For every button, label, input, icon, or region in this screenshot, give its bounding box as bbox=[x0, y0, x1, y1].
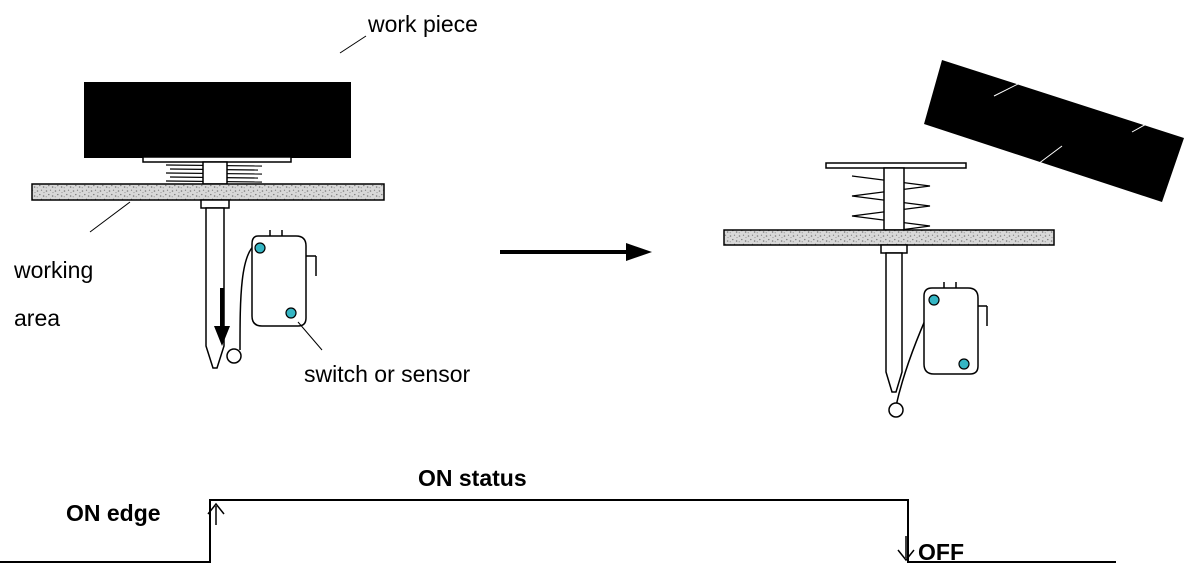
plunger-shaft-upper bbox=[202, 161, 228, 185]
rising-edge-arrow-icon bbox=[207, 502, 225, 525]
on-status-label: ON status bbox=[418, 465, 527, 491]
switch-pivot-top-right bbox=[928, 294, 940, 306]
left-scene bbox=[31, 82, 385, 369]
switch-pivot-bottom bbox=[285, 307, 297, 319]
right-arrow-icon bbox=[500, 243, 652, 261]
plunger-shaft-lower-right bbox=[885, 252, 903, 393]
switch-body-right bbox=[923, 287, 979, 375]
working-area-label-line2: area bbox=[14, 305, 60, 331]
working-area-label-line1: working bbox=[13, 257, 93, 283]
switch-pivot-top bbox=[254, 242, 266, 254]
switch-body bbox=[251, 235, 307, 327]
switch-or-sensor-label: switch or sensor bbox=[304, 361, 471, 387]
signal-timing-line bbox=[0, 499, 1116, 563]
working-area-board-right bbox=[723, 229, 1055, 246]
down-arrow-icon bbox=[214, 288, 230, 346]
signal-waveform bbox=[0, 499, 1116, 563]
switch-leader bbox=[297, 321, 323, 351]
work-piece-block bbox=[84, 82, 351, 158]
work-piece-label: work piece bbox=[367, 11, 478, 37]
plunger-collar bbox=[200, 199, 230, 209]
working-area-leader bbox=[89, 201, 131, 233]
falling-edge-arrow-icon bbox=[897, 536, 915, 562]
lever-roller bbox=[226, 348, 242, 364]
working-area-board bbox=[31, 183, 385, 201]
plunger-shaft-upper-right bbox=[883, 167, 905, 231]
on-edge-label: ON edge bbox=[66, 500, 161, 526]
extended-spring bbox=[851, 175, 931, 235]
right-scene bbox=[723, 60, 1184, 418]
off-label: OFF bbox=[918, 539, 964, 565]
work-piece-leader bbox=[339, 35, 367, 54]
plunger-collar-right bbox=[880, 244, 908, 254]
switch-pivot-bottom-right bbox=[958, 358, 970, 370]
work-piece-tilted bbox=[924, 60, 1184, 202]
lever-roller-right bbox=[888, 402, 904, 418]
